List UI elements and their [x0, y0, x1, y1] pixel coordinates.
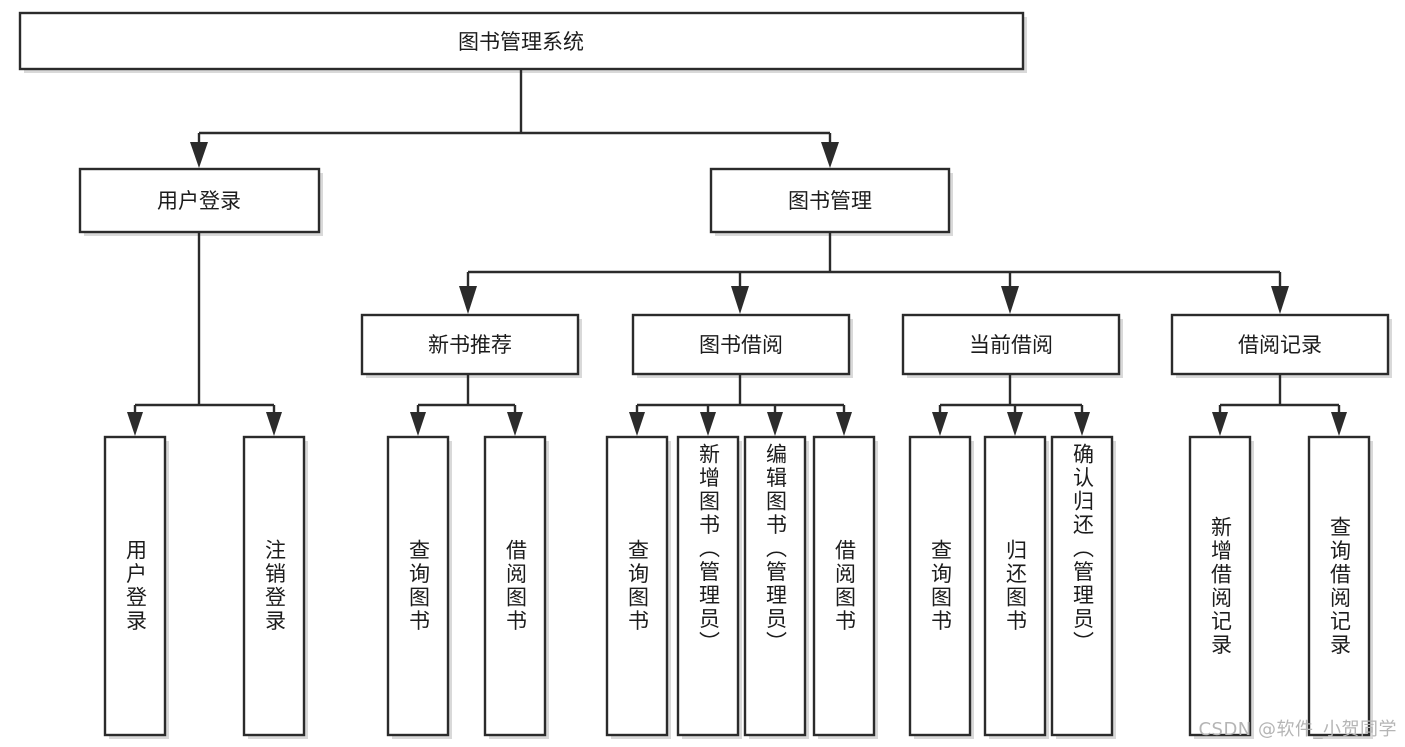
node-leaf-borrow-book-borrow[interactable]: [812, 435, 876, 737]
node-borrow-records[interactable]: [1170, 313, 1390, 376]
arrow-head-book-management: [821, 142, 839, 168]
arrow-head-leaf-confirm-return-admin: [1074, 412, 1090, 436]
node-labels-horizontal: 图书管理系统 用户登录 图书管理 新书推荐 图书借阅 当前借阅 借阅记录: [157, 30, 1322, 357]
node-leaf-confirm-return-admin[interactable]: [1050, 435, 1114, 737]
node-current-borrow[interactable]: [901, 313, 1121, 376]
node-leaf-add-borrow-record[interactable]: [1188, 435, 1252, 737]
connectors-root-level2: [190, 69, 839, 168]
arrow-head-leaf-edit-book-admin: [767, 412, 783, 436]
arrow-head-user-login: [190, 142, 208, 168]
label-borrow-records: 借阅记录: [1238, 333, 1322, 357]
arrow-head-leaf-query-book-recommend: [410, 412, 426, 436]
label-book-borrow: 图书借阅: [699, 333, 783, 357]
node-leaf-query-book-borrow[interactable]: [605, 435, 669, 737]
node-book-borrow[interactable]: [631, 313, 851, 376]
node-new-book-recommend[interactable]: [360, 313, 580, 376]
node-leaf-query-book-recommend[interactable]: [386, 435, 450, 737]
connectors-level2-level3: [459, 232, 1289, 314]
label-book-management: 图书管理: [788, 189, 872, 213]
label-new-book-recommend: 新书推荐: [428, 333, 512, 357]
label-user-login: 用户登录: [157, 189, 241, 213]
node-user-login[interactable]: [78, 167, 321, 234]
node-book-management[interactable]: [709, 167, 951, 234]
connectors-user-login-leaves: [127, 232, 282, 436]
arrow-head-leaf-logout: [266, 412, 282, 436]
arrow-head-leaf-user-login: [127, 412, 143, 436]
arrow-head-leaf-add-borrow-record: [1212, 412, 1228, 436]
arrow-head-leaf-borrow-book-borrow: [836, 412, 852, 436]
connectors-borrow-records-leaves: [1212, 374, 1347, 436]
node-leaf-borrow-book-recommend[interactable]: [483, 435, 547, 737]
node-boxes: [18, 11, 1390, 737]
arrow-head-book-borrow: [731, 286, 749, 314]
connectors-new-book-leaves: [410, 374, 523, 436]
node-leaf-user-login[interactable]: [103, 435, 167, 737]
node-leaf-edit-book-admin[interactable]: [743, 435, 807, 737]
arrow-head-leaf-query-borrow-record: [1331, 412, 1347, 436]
csdn-watermark: CSDN @软件_小贺同学: [1198, 719, 1397, 740]
arrow-head-leaf-return-book: [1007, 412, 1023, 436]
connectors-current-borrow-leaves: [932, 374, 1090, 436]
node-leaf-query-borrow-record[interactable]: [1307, 435, 1371, 737]
arrow-head-new-book-recommend: [459, 286, 477, 314]
arrow-head-leaf-borrow-book-recommend: [507, 412, 523, 436]
arrow-head-current-borrow: [1001, 286, 1019, 314]
arrow-head-leaf-add-book-admin: [700, 412, 716, 436]
node-leaf-return-book[interactable]: [983, 435, 1047, 737]
connectors-book-borrow-leaves: [629, 374, 852, 436]
arrow-head-leaf-query-book-borrow: [629, 412, 645, 436]
node-leaf-logout[interactable]: [242, 435, 306, 737]
node-leaf-query-book-current[interactable]: [908, 435, 972, 737]
arrow-head-borrow-records: [1271, 286, 1289, 314]
label-current-borrow: 当前借阅: [969, 333, 1053, 357]
label-root: 图书管理系统: [458, 30, 584, 54]
node-leaf-add-book-admin[interactable]: [676, 435, 740, 737]
arrow-head-leaf-query-book-current: [932, 412, 948, 436]
node-root[interactable]: [18, 11, 1025, 71]
